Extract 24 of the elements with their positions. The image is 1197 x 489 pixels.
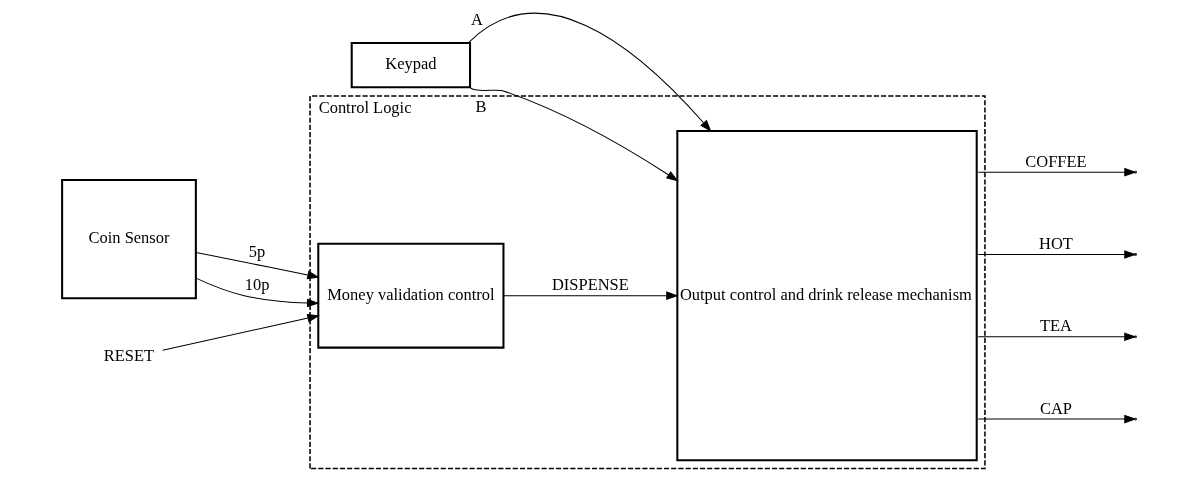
arrow bbox=[977, 167, 1137, 177]
node-text: RESET bbox=[103, 346, 154, 366]
edge-label: A bbox=[470, 10, 483, 30]
arrow bbox=[195, 277, 319, 308]
node-box: Coin Sensor bbox=[60, 178, 197, 300]
node-box: Output control and drink release mechanism bbox=[675, 130, 978, 462]
arrow bbox=[467, 13, 712, 132]
arrow bbox=[469, 87, 679, 182]
edge-label: COFFEE bbox=[1024, 151, 1087, 171]
edge-label: B bbox=[474, 96, 486, 116]
arrow bbox=[194, 251, 320, 280]
node-box: Keypad bbox=[350, 42, 471, 89]
arrow bbox=[502, 291, 679, 300]
arrow bbox=[977, 332, 1137, 342]
arrow bbox=[977, 250, 1137, 259]
arrow bbox=[161, 313, 320, 351]
edge-label: 5p bbox=[248, 242, 265, 262]
edge-label: CAP bbox=[1039, 398, 1072, 418]
edge-label: HOT bbox=[1038, 234, 1073, 254]
edge-label: TEA bbox=[1039, 316, 1072, 336]
arrow bbox=[977, 414, 1137, 424]
node-box: Money validation control bbox=[316, 242, 504, 349]
edge-label: 10p bbox=[244, 275, 269, 295]
edge-label: DISPENSE bbox=[551, 275, 629, 295]
